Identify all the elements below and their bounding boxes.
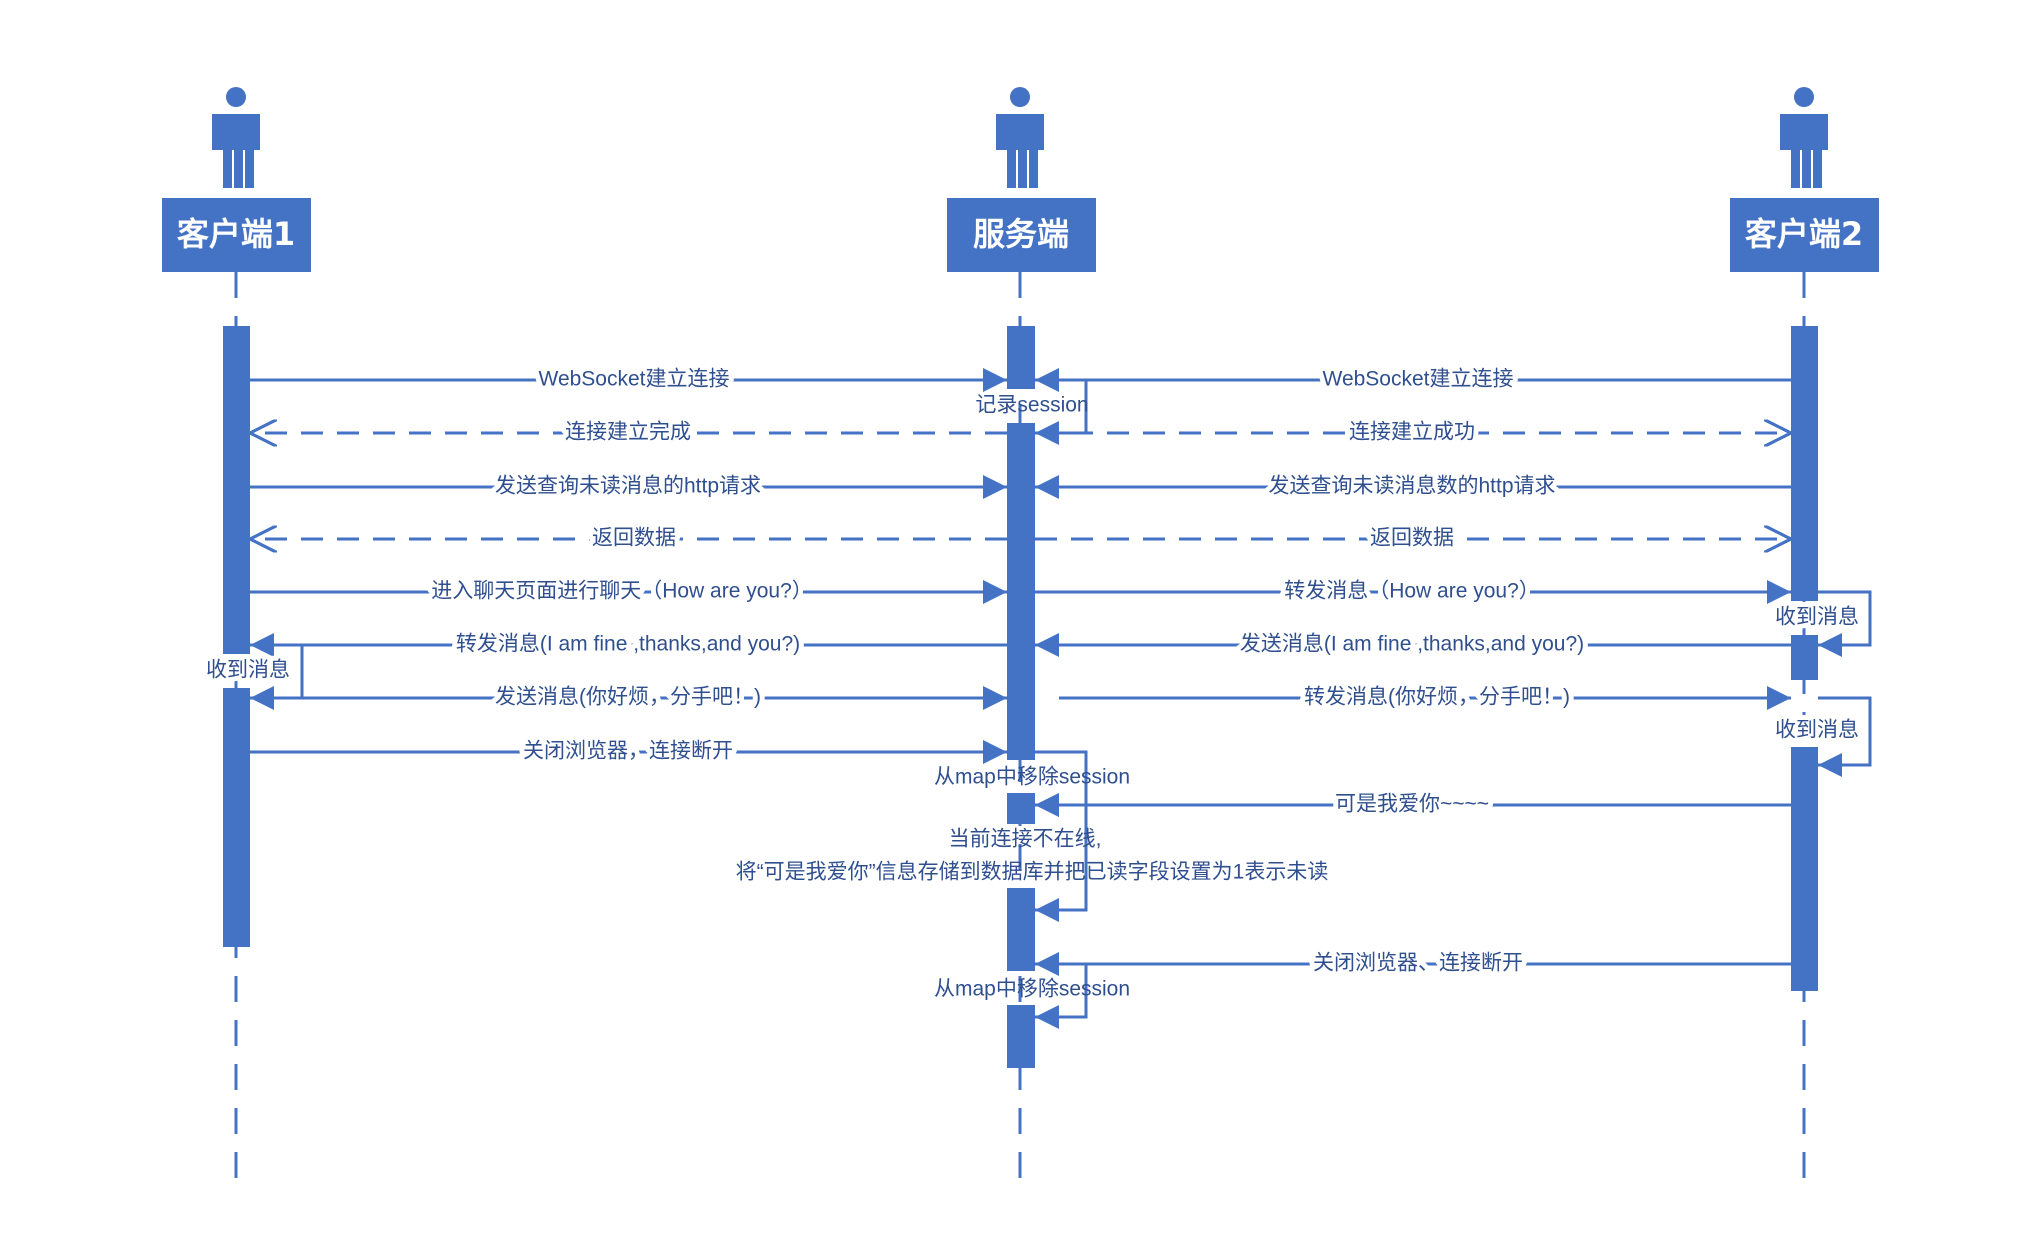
msg-forward-breakup: 转发消息(你好烦，分手吧！) — [1304, 686, 1570, 709]
actor-label: 客户端1 — [177, 215, 295, 253]
person-icon — [1780, 87, 1828, 188]
note-offline-line2: 将“可是我爱你”信息存储到数据库并把已读字段设置为1表示未读 — [736, 861, 1329, 884]
msg-query-unread-c1: 发送查询未读消息的http请求 — [495, 475, 761, 498]
self-received-c2-2: 收到消息 — [1775, 719, 1859, 742]
msg-close-browser-c1: 关闭浏览器，连接断开 — [523, 740, 733, 763]
msg-websocket-connect-c2: WebSocket建立连接 — [1323, 368, 1514, 391]
actor-label: 服务端 — [973, 215, 1069, 253]
self-received-c1: 收到消息 — [206, 659, 290, 682]
message-arrows — [250, 368, 1872, 1029]
self-remove-session-1: 从map中移除session — [934, 766, 1130, 789]
self-remove-session-2: 从map中移除session — [934, 978, 1130, 1001]
actor-client1: 客户端1 — [162, 87, 311, 272]
msg-forward-how-are-you: 转发消息（How are you?） — [1284, 580, 1540, 603]
msg-forward-i-am-fine: 转发消息(I am fine ,thanks,and you?) — [456, 633, 800, 656]
self-record-session: 记录session — [975, 394, 1088, 417]
msg-query-unread-c2: 发送查询未读消息数的http请求 — [1268, 475, 1555, 498]
msg-websocket-connect-c1: WebSocket建立连接 — [539, 368, 730, 391]
msg-connect-success: 连接建立成功 — [1349, 421, 1475, 444]
actor-label: 客户端2 — [1745, 215, 1863, 253]
person-icon — [212, 87, 260, 188]
activations — [223, 326, 1818, 1068]
msg-connect-complete: 连接建立完成 — [565, 421, 691, 444]
msg-chat-how-are-you: 进入聊天页面进行聊天（How are you?） — [431, 580, 813, 603]
msg-send-breakup: 发送消息(你好烦，分手吧！) — [495, 686, 761, 709]
msg-close-browser-c2: 关闭浏览器、连接断开 — [1313, 952, 1523, 975]
msg-return-data-c2: 返回数据 — [1370, 527, 1454, 550]
msg-but-i-love-you: 可是我爱你~~~~ — [1335, 793, 1489, 816]
msg-return-data-c1: 返回数据 — [592, 527, 676, 550]
note-offline-line1: 当前连接不在线, — [949, 828, 1102, 851]
self-received-c2-1: 收到消息 — [1775, 606, 1859, 629]
msg-send-i-am-fine: 发送消息(I am fine ,thanks,and you?) — [1240, 633, 1584, 656]
actor-client2: 客户端2 — [1730, 87, 1879, 272]
actor-server: 服务端 — [947, 87, 1096, 272]
person-icon — [996, 87, 1044, 188]
